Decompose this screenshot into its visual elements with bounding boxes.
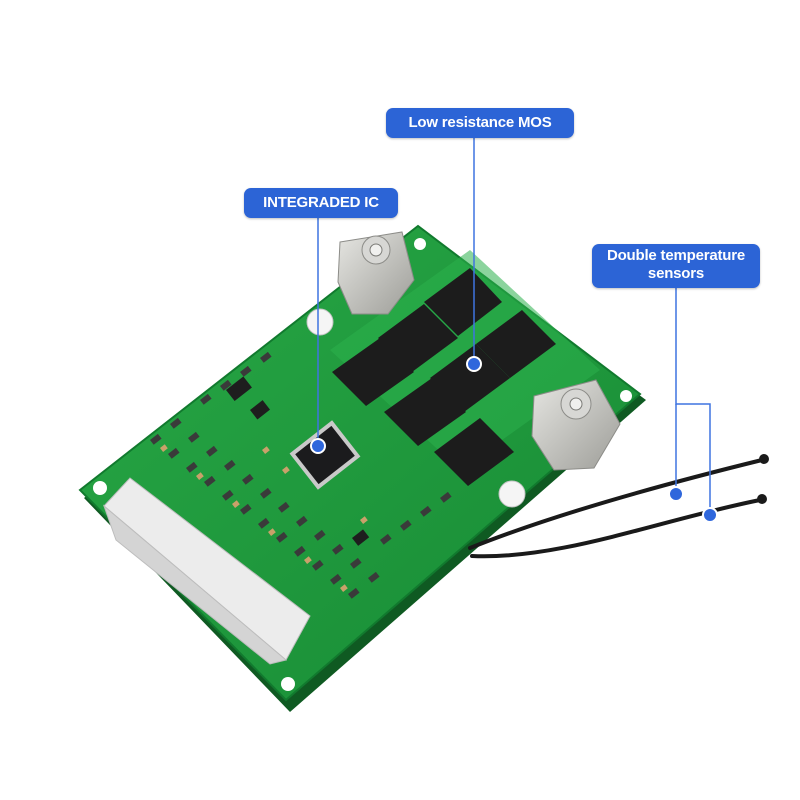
- mounting-hole: [281, 677, 295, 691]
- smd-resistor-array: [150, 351, 452, 599]
- mounting-hole: [306, 308, 334, 336]
- callout-mos-label: Low resistance MOS: [386, 108, 574, 138]
- callout-temp-line2: sensors: [647, 265, 705, 282]
- thermistor-probe: [757, 494, 767, 504]
- thermistor-probe: [759, 454, 769, 464]
- callout-temp-line1: Double temperature: [606, 247, 746, 264]
- mounting-hole: [498, 480, 526, 508]
- mounting-hole: [93, 481, 107, 495]
- thermistor-probe: [468, 458, 764, 559]
- transistor-chip: [352, 529, 370, 546]
- screw-terminal: [531, 379, 621, 471]
- transistor-chip: [226, 376, 252, 402]
- balance-connector: [102, 477, 311, 665]
- mosfet-chip: [332, 268, 556, 486]
- callout-leader-line: [317, 138, 711, 514]
- smd-capacitor-array: [160, 444, 368, 592]
- callout-temp-label: Double temperature sensors: [592, 244, 760, 288]
- mounting-hole: [414, 238, 426, 250]
- callout-ic-label: INTEGRADED IC: [244, 188, 398, 218]
- callout-dot-icon: [310, 356, 718, 523]
- mounting-hole: [620, 390, 632, 402]
- screw-terminal: [337, 231, 415, 315]
- transistor-chip: [250, 400, 270, 420]
- ic-chip: [289, 420, 361, 490]
